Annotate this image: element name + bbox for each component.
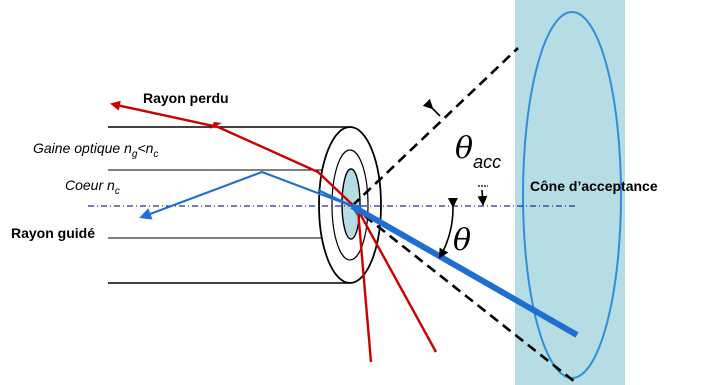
label-theta: θ [453, 223, 471, 258]
theta-acc-angle-arc-a [422, 98, 441, 117]
label-gaine-optique: Gaine optique ng<nc [33, 140, 158, 160]
theta-angle-arc [439, 197, 458, 259]
lost-ray [110, 100, 438, 353]
cone-edge-upper [351, 47, 519, 207]
theta-acc-angle-arc-b [477, 189, 488, 206]
label-rayon-guide: Rayon guidé [11, 225, 95, 241]
fiber-end-cladding [331, 149, 369, 261]
guided-ray-path [139, 170, 353, 220]
lost-ray-mid-arrowhead [210, 122, 222, 129]
label-cone-acceptance: Cône d’acceptance [530, 178, 658, 194]
label-theta-acc: θacc [455, 131, 501, 172]
guided-ray-incident [349, 203, 579, 338]
lost-ray-upper-arrow [356, 209, 373, 363]
guided-ray-inside [317, 189, 353, 207]
label-coeur: Coeur nc [65, 177, 120, 197]
label-rayon-perdu: Rayon perdu [143, 90, 229, 106]
